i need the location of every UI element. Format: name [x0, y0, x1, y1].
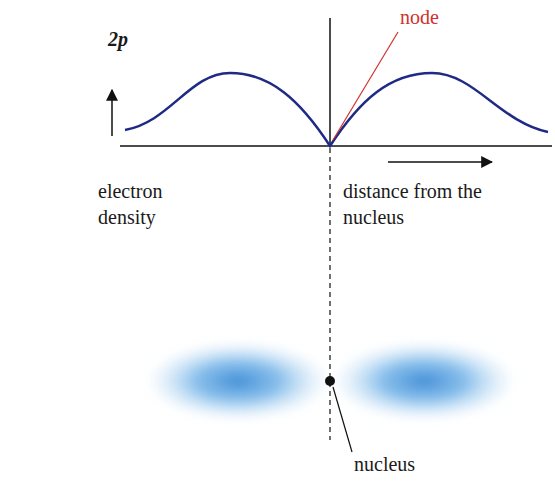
axis-arrow	[111, 90, 113, 136]
leader-line	[333, 32, 398, 140]
node-label: node	[400, 4, 439, 30]
orbital-label: 2p	[108, 26, 128, 52]
orbital-lobe	[146, 341, 330, 421]
axis-label: electron density	[98, 178, 210, 230]
axis-label: distance from the nucleus	[343, 178, 493, 230]
axis-arrow	[388, 161, 492, 163]
leader-line	[333, 387, 352, 452]
dashed-guide	[329, 148, 330, 440]
nucleus-dot	[325, 376, 335, 386]
nucleus-label: nucleus	[354, 451, 415, 477]
vertical-axis	[329, 18, 331, 147]
horizontal-axis	[120, 145, 552, 147]
orbital-lobe	[332, 341, 516, 421]
